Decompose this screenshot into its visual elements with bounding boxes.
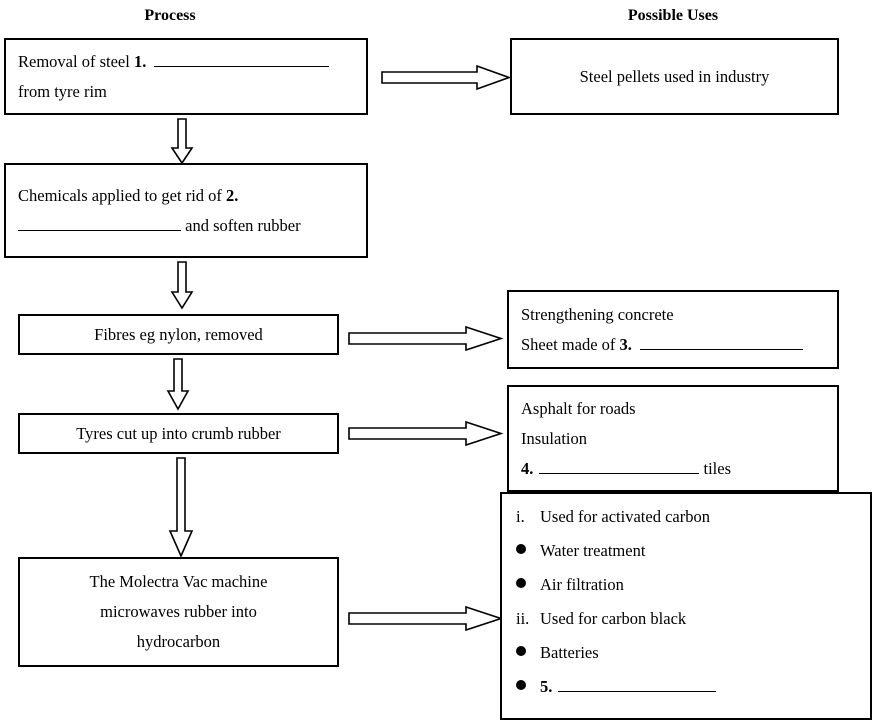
text-segment: Insulation [521, 428, 587, 448]
process-box-removal-of-steel-line-1: Removal of steel 1. [6, 47, 366, 77]
use-box-carbon-uses-list: i. Used for activated carbon Water treat… [500, 492, 872, 720]
column-header-process: Process [110, 7, 230, 25]
list-item: Water treatment [502, 534, 870, 568]
list-marker-bullet [502, 568, 540, 602]
text-segment: Strengthening concrete [521, 304, 674, 324]
process-box-tyres-cut-up: Tyres cut up into crumb rubber [18, 413, 339, 454]
arrow-right-4 [348, 605, 504, 632]
text-segment: Asphalt for roads [521, 398, 636, 418]
use-box-concrete-sheet-line-1: Strengthening concrete [509, 300, 837, 330]
text-segment: tiles [699, 458, 732, 478]
list-item: ii. Used for carbon black [502, 602, 870, 636]
list-marker-bullet [502, 534, 540, 568]
list-item-label: 5. [540, 670, 870, 704]
arrow-right-2 [348, 325, 504, 352]
process-box-removal-of-steel: Removal of steel 1. from tyre rim [4, 38, 368, 115]
process-box-chemicals-applied: Chemicals applied to get rid of 2. and s… [4, 163, 368, 258]
bullet-icon [516, 578, 526, 588]
list-item-label: Used for activated carbon [540, 507, 710, 526]
use-box-asphalt-line-1: Asphalt for roads [509, 394, 837, 424]
list-marker-roman: ii. [516, 609, 530, 628]
answer-blank[interactable] [558, 677, 717, 692]
arrow-down-2 [170, 261, 194, 310]
process-box-tyres-cut-up-line-1: Tyres cut up into crumb rubber [20, 419, 337, 449]
answer-blank[interactable] [539, 459, 700, 474]
text-segment: microwaves rubber into [100, 602, 257, 621]
answer-blank[interactable] [18, 216, 181, 231]
arrow-down-1 [170, 118, 194, 165]
list-marker-roman: i. [516, 507, 525, 526]
process-box-fibres-removed-line-1: Fibres eg nylon, removed [20, 320, 337, 350]
process-box-molectra-vac: The Molectra Vac machine microwaves rubb… [18, 557, 339, 667]
use-box-steel-pellets-line-1: Steel pellets used in industry [512, 62, 837, 92]
use-box-asphalt-line-2: Insulation [509, 424, 837, 454]
column-header-possible-uses-label: Possible Uses [627, 7, 719, 24]
list-item: 5. [502, 670, 870, 704]
text-segment: The Molectra Vac machine [89, 572, 268, 591]
process-box-molectra-vac-line-3: hydrocarbon [20, 627, 337, 657]
process-box-chemicals-applied-line-2: and soften rubber [6, 211, 366, 241]
use-box-asphalt-insulation-tiles: Asphalt for roads Insulation 4. tiles [507, 385, 839, 492]
use-box-concrete-sheet-line-2: Sheet made of 3. [509, 330, 837, 360]
question-number: 4. [521, 458, 534, 478]
question-number: 5. [540, 677, 553, 696]
list-item-label: Water treatment [540, 541, 646, 560]
list-item: i. Used for activated carbon [502, 500, 870, 534]
question-number: 3. [619, 334, 632, 354]
text-segment: Chemicals applied to get rid of [18, 185, 227, 205]
process-box-molectra-vac-line-2: microwaves rubber into [20, 597, 337, 627]
column-header-possible-uses: Possible Uses [603, 7, 743, 25]
list-item-label: Used for carbon black [540, 609, 687, 628]
bullet-icon [516, 646, 526, 656]
text-segment: and soften rubber [181, 215, 301, 235]
bullet-icon [516, 544, 526, 554]
arrow-right-1 [381, 64, 512, 91]
process-box-molectra-vac-line-1: The Molectra Vac machine [20, 567, 337, 597]
process-box-removal-of-steel-line-2: from tyre rim [6, 77, 366, 107]
arrow-down-3 [166, 358, 190, 411]
text-segment: Steel pellets used in industry [579, 66, 770, 86]
text-segment: Fibres eg nylon, removed [94, 324, 263, 344]
question-number: 2. [226, 185, 239, 205]
answer-blank[interactable] [639, 335, 803, 350]
bullet-icon [516, 680, 526, 690]
use-box-steel-pellets: Steel pellets used in industry [510, 38, 839, 115]
text-segment: Tyres cut up into crumb rubber [76, 423, 281, 443]
text-segment: from tyre rim [18, 81, 107, 101]
arrow-right-3 [348, 420, 504, 447]
list-item-label: Batteries [540, 643, 599, 662]
question-number: 1. [133, 51, 147, 71]
list-marker-bullet [502, 636, 540, 670]
text-segment: Sheet made of [521, 334, 620, 354]
list-item: Batteries [502, 636, 870, 670]
list-marker-bullet [502, 670, 540, 704]
text-segment: Removal of steel [18, 51, 134, 71]
column-header-process-label: Process [144, 7, 196, 24]
list-item: Air filtration [502, 568, 870, 602]
use-box-asphalt-line-3: 4. tiles [509, 454, 837, 484]
answer-blank[interactable] [154, 52, 330, 67]
process-box-chemicals-applied-line-1: Chemicals applied to get rid of 2. [6, 181, 366, 211]
text-segment: hydrocarbon [136, 632, 221, 651]
use-box-concrete-sheet: Strengthening concrete Sheet made of 3. [507, 290, 839, 369]
process-box-fibres-removed: Fibres eg nylon, removed [18, 314, 339, 355]
arrow-down-4 [168, 457, 194, 558]
list-item-label: Air filtration [540, 575, 624, 594]
